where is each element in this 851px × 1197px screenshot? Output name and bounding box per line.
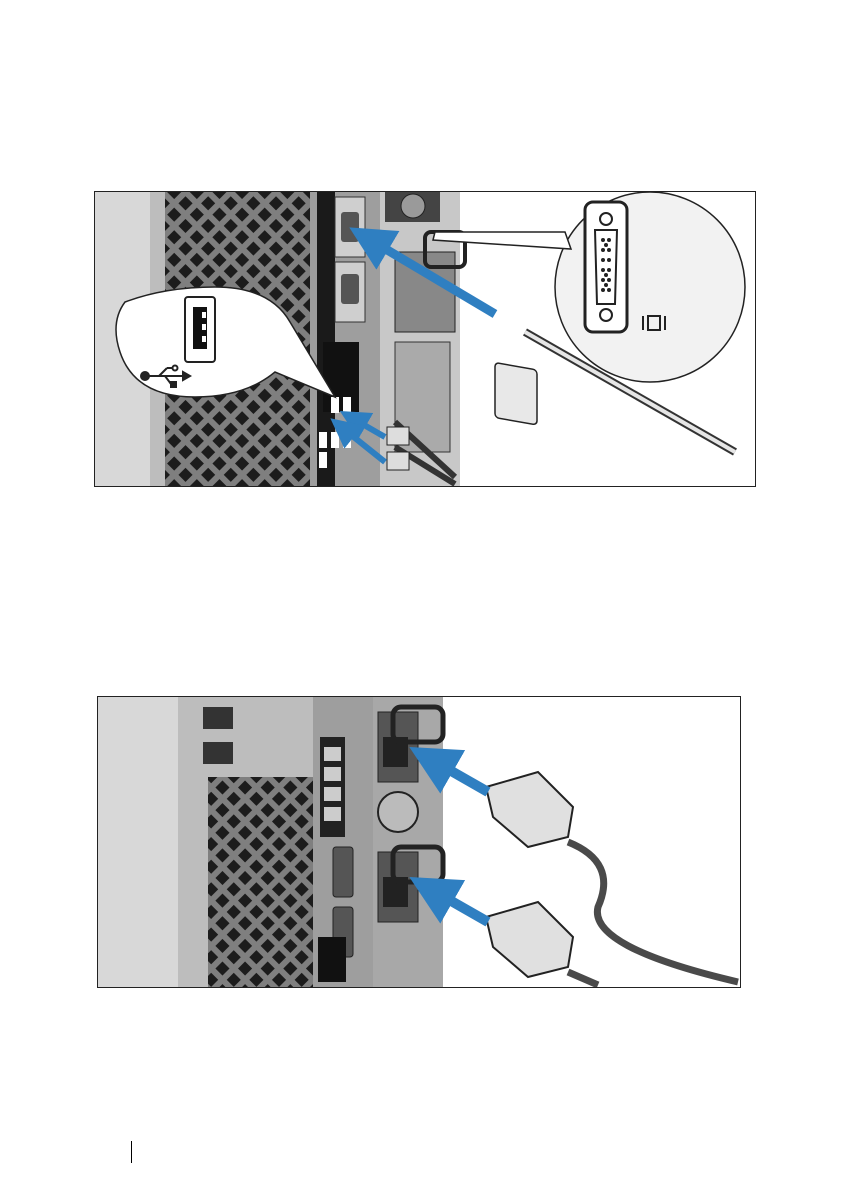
figure-power-connection xyxy=(97,696,741,988)
power-plug-1 xyxy=(486,772,573,847)
ventilation-grill xyxy=(208,777,318,987)
figure-vga-usb-connection xyxy=(94,191,756,487)
power-cables xyxy=(568,842,738,982)
chassis-side-panel xyxy=(98,697,178,987)
power-plug-2 xyxy=(486,902,573,977)
page-footer-rule xyxy=(131,1141,132,1163)
